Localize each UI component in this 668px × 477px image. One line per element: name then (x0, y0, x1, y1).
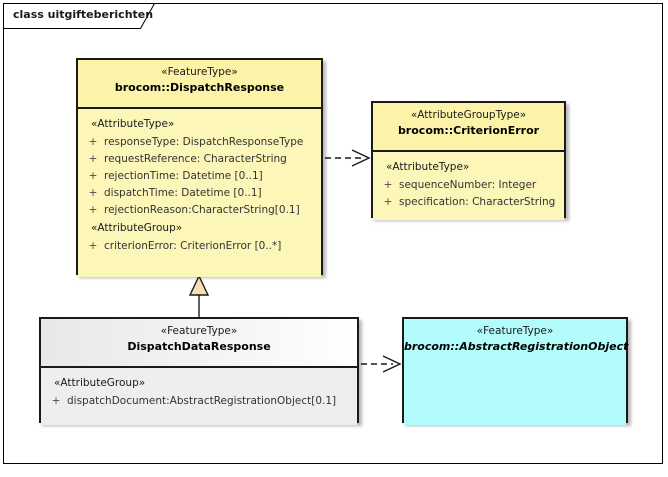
class-name: brocom::DispatchResponse (114, 81, 285, 94)
attribute-signature: specification: CharacterString (399, 196, 556, 208)
class-body-dispatch-response: «AttributeType» + responseType: Dispatch… (78, 109, 321, 277)
class-divider (41, 366, 357, 368)
class-header-criterion-error: «AttributeGroupType» brocom::CriterionEr… (373, 103, 564, 150)
class-header-dispatch-data-response: «FeatureType» DispatchDataResponse (41, 319, 357, 366)
attribute-signature: criterionError: CriterionError [0..*] (104, 240, 282, 252)
attribute-signature: dispatchDocument:AbstractRegistrationObj… (67, 395, 337, 407)
attribute-signature: responseType: DispatchResponseType (104, 136, 304, 148)
attribute-signature: dispatchTime: Datetime [0..1] (104, 187, 262, 199)
class-header-dispatch-response: «FeatureType» brocom::DispatchResponse (78, 60, 321, 107)
class-name: brocom::AbstractRegistrationObject (404, 340, 629, 353)
attribute-row[interactable]: + requestReference: CharacterString (82, 151, 317, 168)
attribute-row[interactable]: + responseType: DispatchResponseType (82, 134, 317, 151)
class-body-criterion-error: «AttributeType» + sequenceNumber: Intege… (373, 152, 564, 220)
attribute-visibility: + (88, 187, 98, 199)
diagram-title: class uitgifteberichten (13, 8, 154, 21)
class-stereotype: «FeatureType» (161, 66, 238, 78)
attribute-group-label: «AttributeType» (386, 161, 470, 173)
class-name: brocom::CriterionError (397, 124, 540, 137)
attribute-group-label: «AttributeGroup» (91, 222, 183, 234)
attribute-signature: sequenceNumber: Integer (399, 179, 537, 191)
class-header-abstract-registration-object: «FeatureType» brocom::AbstractRegistrati… (404, 319, 629, 425)
attribute-visibility: + (88, 240, 98, 252)
class-stereotype: «FeatureType» (476, 325, 554, 337)
class-box-criterion-error[interactable]: «AttributeGroupType» brocom::CriterionEr… (371, 101, 566, 220)
attribute-row[interactable]: + specification: CharacterString (377, 194, 560, 211)
attribute-visibility: + (383, 196, 393, 208)
attribute-row[interactable]: + criterionError: CriterionError [0..*] (82, 238, 317, 255)
attribute-row[interactable]: + sequenceNumber: Integer (377, 177, 560, 194)
attribute-visibility: + (88, 204, 98, 216)
class-box-dispatch-response[interactable]: «FeatureType» brocom::DispatchResponse «… (76, 58, 323, 277)
attribute-row[interactable]: + dispatchTime: Datetime [0..1] (82, 185, 317, 202)
attribute-signature: rejectionTime: Datetime [0..1] (104, 170, 263, 182)
attribute-row[interactable]: + dispatchDocument:AbstractRegistrationO… (45, 393, 353, 410)
attribute-visibility: + (88, 136, 98, 148)
class-divider (373, 150, 564, 152)
title-tab-shape (3, 3, 155, 29)
attribute-visibility: + (383, 179, 393, 191)
class-stereotype: «FeatureType» (160, 325, 238, 337)
attribute-row[interactable]: + rejectionReason:CharacterString[0.1] (82, 202, 317, 219)
attribute-group-label: «AttributeType» (91, 118, 175, 130)
class-stereotype: «AttributeGroupType» (410, 109, 527, 121)
attribute-visibility: + (88, 153, 98, 165)
attribute-visibility: + (88, 170, 98, 182)
class-box-abstract-registration-object[interactable]: «FeatureType» brocom::AbstractRegistrati… (402, 317, 629, 425)
attribute-signature: rejectionReason:CharacterString[0.1] (104, 204, 300, 216)
diagram-title-tab: class uitgifteberichten (3, 3, 155, 29)
attribute-visibility: + (51, 395, 61, 407)
attribute-row[interactable]: + rejectionTime: Datetime [0..1] (82, 168, 317, 185)
class-body-dispatch-data-response: «AttributeGroup» + dispatchDocument:Abst… (41, 368, 357, 425)
class-box-dispatch-data-response[interactable]: «FeatureType» DispatchDataResponse «Attr… (39, 317, 359, 425)
class-name: DispatchDataResponse (127, 340, 271, 353)
attribute-group-label: «AttributeGroup» (54, 377, 146, 389)
attribute-signature: requestReference: CharacterString (104, 153, 287, 165)
class-divider (78, 107, 321, 109)
